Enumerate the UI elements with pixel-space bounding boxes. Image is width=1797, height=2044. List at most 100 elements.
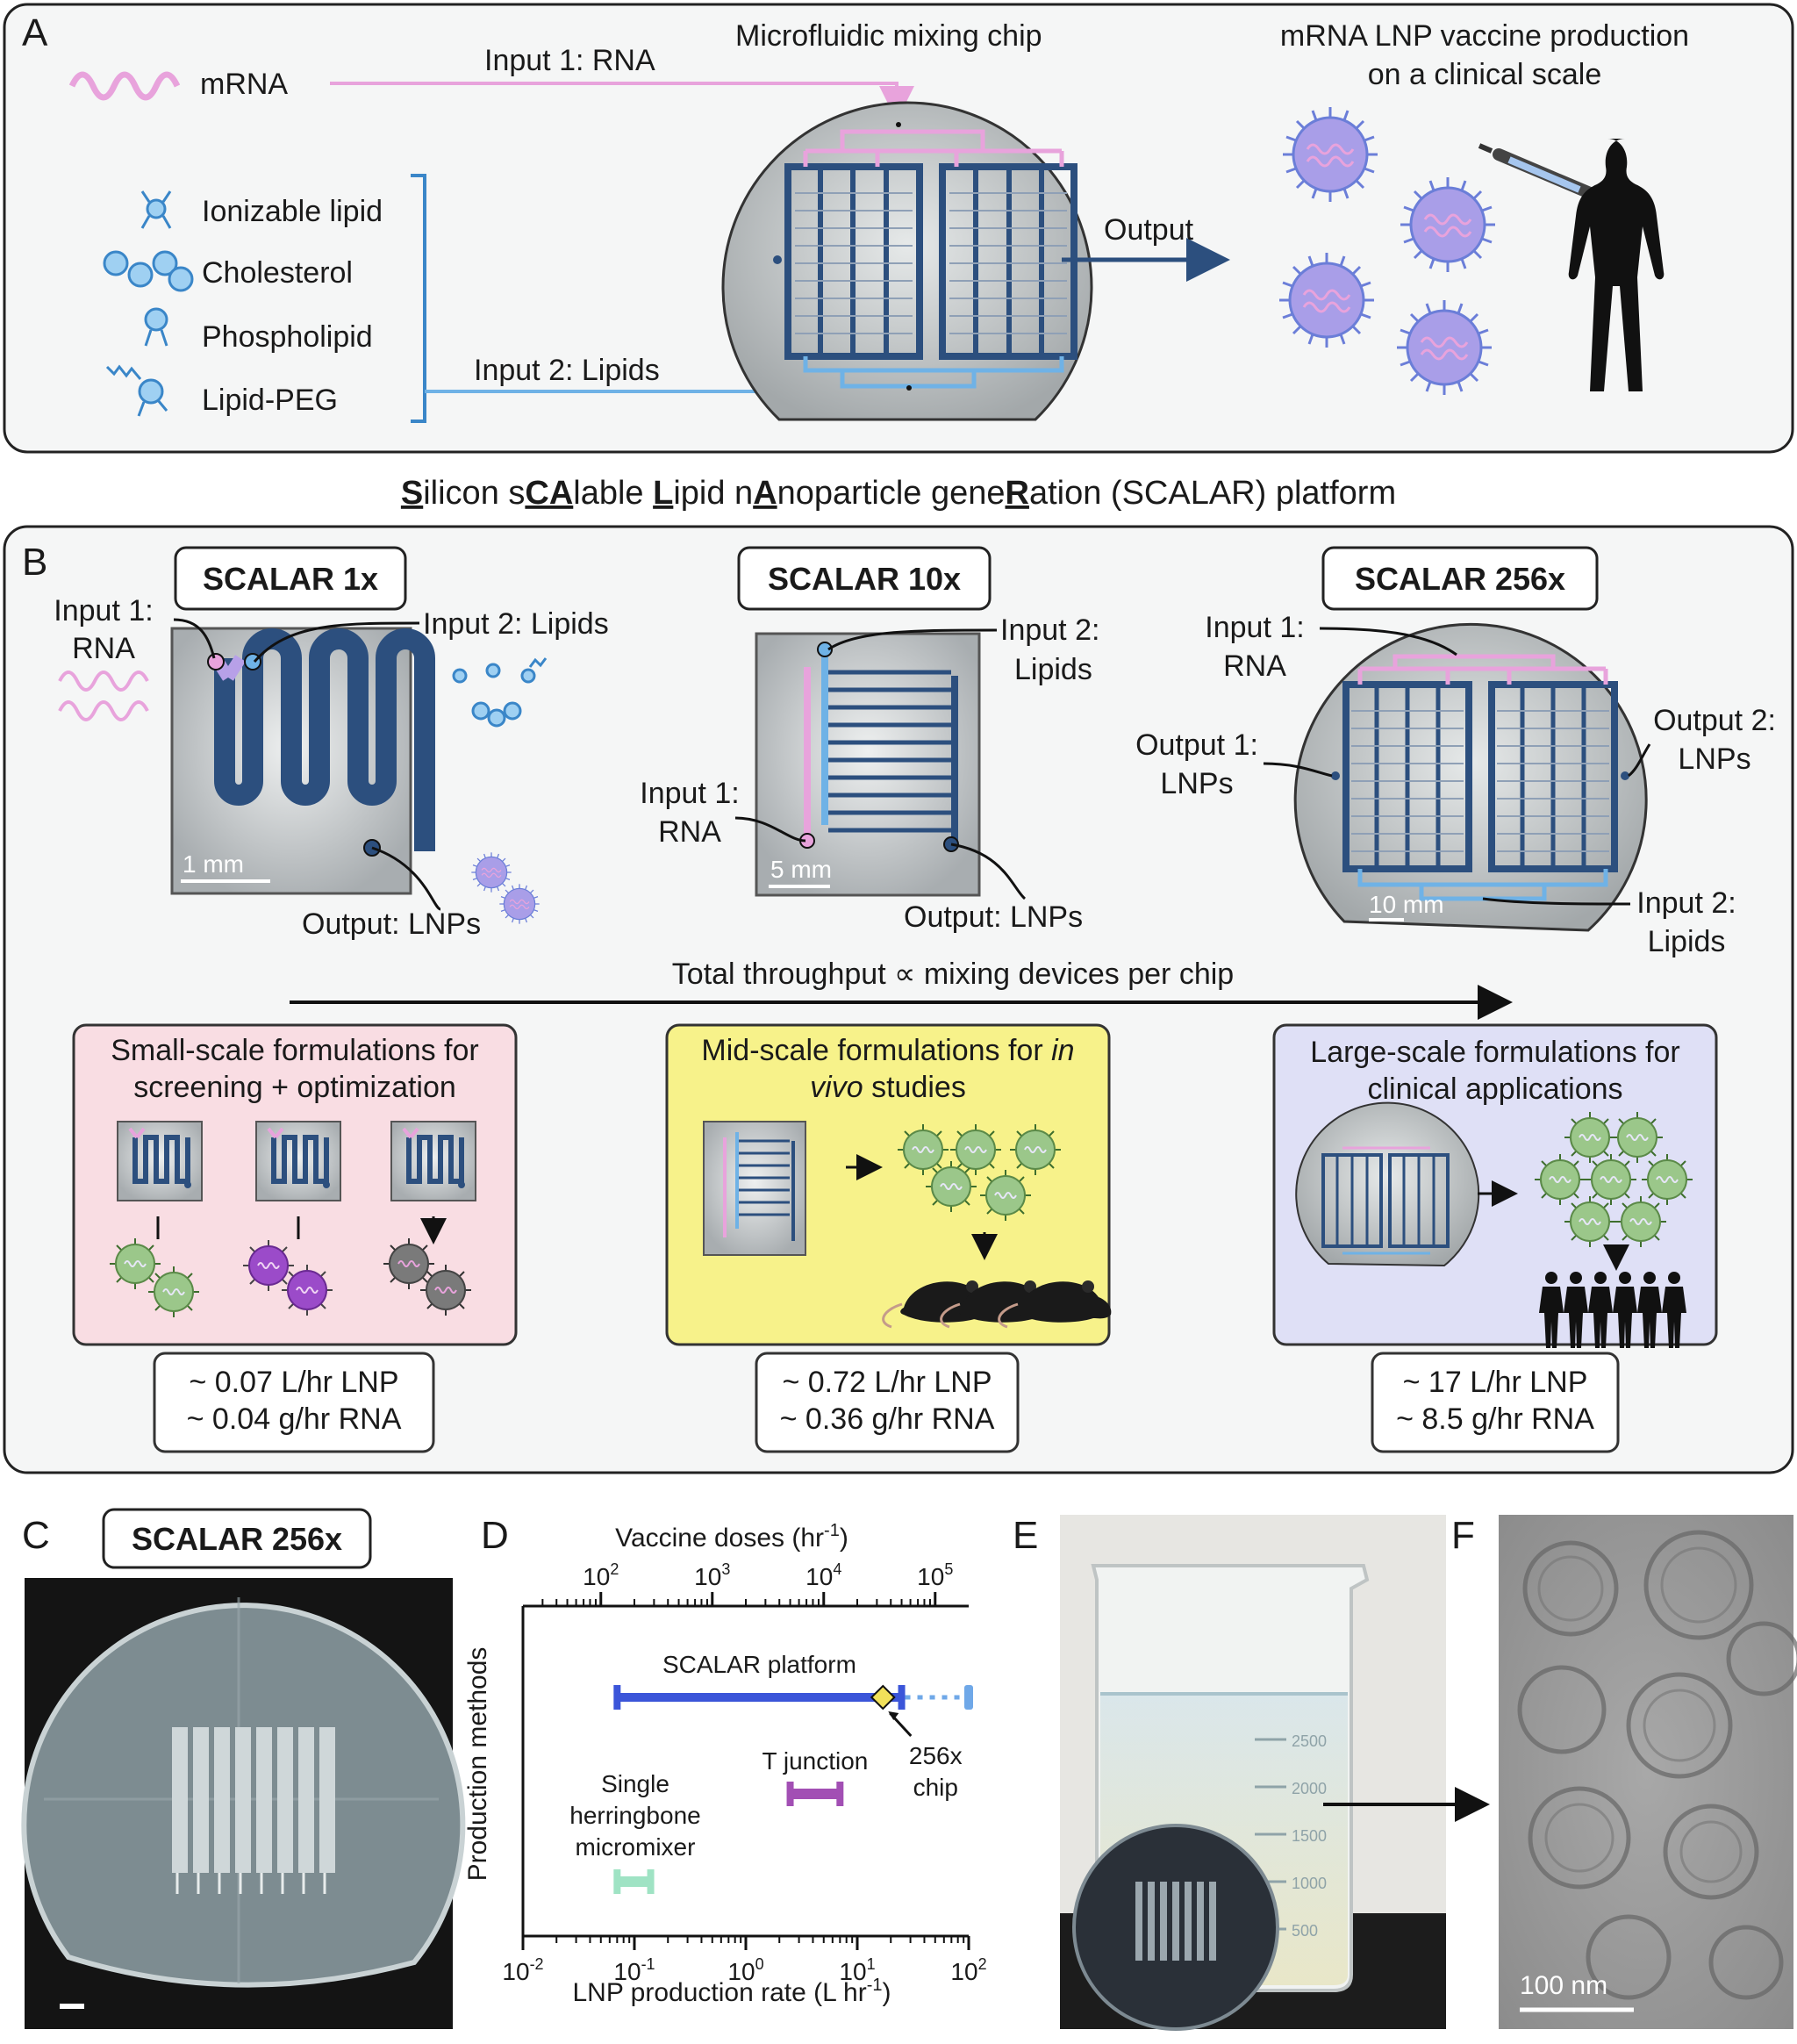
lipid-bracket (411, 174, 426, 423)
mrna-label: mRNA (200, 68, 288, 101)
large-wafer-icon (1295, 1101, 1480, 1267)
lnp-particle-icon (1281, 105, 1379, 204)
title-part: A (753, 475, 777, 512)
chip256-input1-l2: RNA (1223, 649, 1286, 683)
panel-e-letter: E (1013, 1514, 1038, 1557)
lnp-particle-icon (949, 1123, 1002, 1176)
chip1-title-box (174, 546, 407, 611)
mid-title-l2: vivo studies (810, 1071, 966, 1104)
panel-c-label: SCALAR 256x (132, 1521, 342, 1557)
chip10-input2-l2: Lipids (1014, 653, 1092, 686)
chip-marker-label: chip (913, 1774, 958, 1801)
top-axis-label: Vaccine doses (hr-1) (615, 1521, 848, 1553)
x-tick-label: 10-2 (502, 1955, 543, 1985)
chip256-title-box (1321, 546, 1599, 611)
chip256-output1-l2: LNPs (1160, 767, 1233, 800)
mid-title-l2a: vivo (810, 1071, 863, 1104)
x-tick-label: 10-1 (613, 1955, 655, 1985)
lipid-peg-icon (105, 364, 168, 417)
mid-rate-rna: ~ 0.36 g/hr RNA (780, 1402, 995, 1436)
mini-chip-icon (118, 1122, 202, 1201)
input2-lipids-label: Input 2: Lipids (474, 354, 660, 387)
wafer-photo (21, 1578, 466, 2029)
mini-chip-icon (256, 1122, 340, 1201)
chip1-scale: 1 mm (183, 850, 244, 878)
title-part: S (401, 475, 423, 512)
x-tick-label: 101 (839, 1955, 875, 1985)
chip256-output1-l1: Output 1: (1135, 728, 1258, 762)
title-part: ilicon s (423, 475, 525, 512)
ionizable-lipid-icon (140, 190, 172, 229)
panel-b-letter: B (22, 541, 47, 584)
mid-title-l2b: studies (863, 1071, 966, 1104)
top-tick-label: 102 (583, 1560, 619, 1590)
large-rate-lnp: ~ 17 L/hr LNP (1403, 1366, 1588, 1399)
small-rate-box (153, 1352, 435, 1453)
production-title-line1: mRNA LNP vaccine production (1280, 19, 1689, 53)
chip10-input1-l2: RNA (658, 815, 721, 849)
beaker-mark: 1500 (1292, 1827, 1327, 1845)
large-title-l2: clinical applications (1367, 1072, 1622, 1106)
title-part: ipid n (673, 475, 753, 512)
mid-chip-icon (703, 1121, 806, 1256)
large-rate-rna: ~ 8.5 g/hr RNA (1396, 1402, 1594, 1436)
lnp-particle-icon (1585, 1153, 1637, 1206)
small-title-l2: screening + optimization (133, 1071, 456, 1104)
beaker-mark: 1000 (1292, 1875, 1327, 1892)
chip256-title: SCALAR 256x (1355, 561, 1565, 597)
series-label-tjunction: T junction (762, 1747, 868, 1775)
lnp-particle-icon (1009, 1123, 1062, 1176)
rna-wave-icon (58, 671, 149, 721)
chip10-input1-l1: Input 1: (640, 777, 739, 810)
lnp-particle-icon (1564, 1111, 1616, 1164)
top-axis-text: Vaccine doses (hr (615, 1524, 824, 1553)
chip1-input1-l2: RNA (72, 632, 135, 665)
small-rate-rna: ~ 0.04 g/hr RNA (187, 1402, 402, 1436)
lnp-particle-icon (1395, 298, 1493, 397)
small-rate-lnp: ~ 0.07 L/hr LNP (189, 1366, 398, 1399)
lnp-particle-icon (897, 1123, 949, 1176)
x-tick-label: 102 (950, 1955, 986, 1985)
title-part: ation (SCALAR) platform (1029, 475, 1396, 512)
mrna-wave-icon (68, 71, 181, 101)
lnp-particle-icon (1611, 1111, 1664, 1164)
chip256-output2-l1: Output 2: (1653, 704, 1776, 737)
mid-title-l1: Mid-scale formulations for in (701, 1034, 1074, 1067)
lnp-particle-icon (470, 851, 512, 893)
top-axis-exp: -1 (824, 1521, 840, 1540)
chip256-wafer (1293, 622, 1648, 932)
large-title-l1: Large-scale formulations for (1310, 1036, 1679, 1069)
panel-d: D Vaccine doses (hr-1) Production method… (463, 1514, 987, 2007)
series-range-cap (786, 1782, 794, 1806)
panel-a-letter: A (22, 11, 48, 54)
lnp-particle-icon (147, 1266, 200, 1318)
series-range-cap (836, 1782, 844, 1806)
lnp-particle-icon (419, 1264, 472, 1316)
panel-c-letter: C (22, 1514, 50, 1557)
series-label-micromixer: micromixer (576, 1833, 696, 1861)
top-tick-label: 104 (805, 1560, 841, 1590)
top-tick-label: 103 (694, 1560, 730, 1590)
chip1-input2: Input 2: Lipids (423, 607, 609, 641)
beaker-photo: 2500 2000 1500 1000 500 (1060, 1515, 1446, 2031)
platform-title: Silicon sCAlable Lipid nAnoparticle gene… (401, 475, 1396, 512)
phospholipid-icon (144, 307, 168, 347)
panel-a: A mRNA Input 1: RNA Ionizable lipid Chol… (3, 3, 1794, 454)
beaker-mark: 500 (1292, 1922, 1318, 1940)
series-range-cap (898, 1685, 906, 1710)
lnp-particle-icon (1614, 1195, 1667, 1248)
top-axis-close: ) (840, 1524, 848, 1553)
lnp-particle-icon (1641, 1153, 1693, 1206)
series-range-cap (647, 1869, 655, 1894)
lnp-particle-icon (1534, 1153, 1586, 1206)
beaker-mark: 2500 (1292, 1732, 1327, 1750)
series-label-micromixer: Single (601, 1770, 669, 1797)
mini-chip-icon (391, 1122, 476, 1201)
panel-c: C SCALAR 256x (21, 1508, 466, 2029)
chip10-title: SCALAR 10x (768, 561, 961, 597)
chip1-output: Output: LNPs (302, 907, 481, 941)
title-part: R (1006, 475, 1029, 512)
lnp-particle-icon (383, 1237, 435, 1290)
lnp-particle-icon (1564, 1195, 1616, 1248)
